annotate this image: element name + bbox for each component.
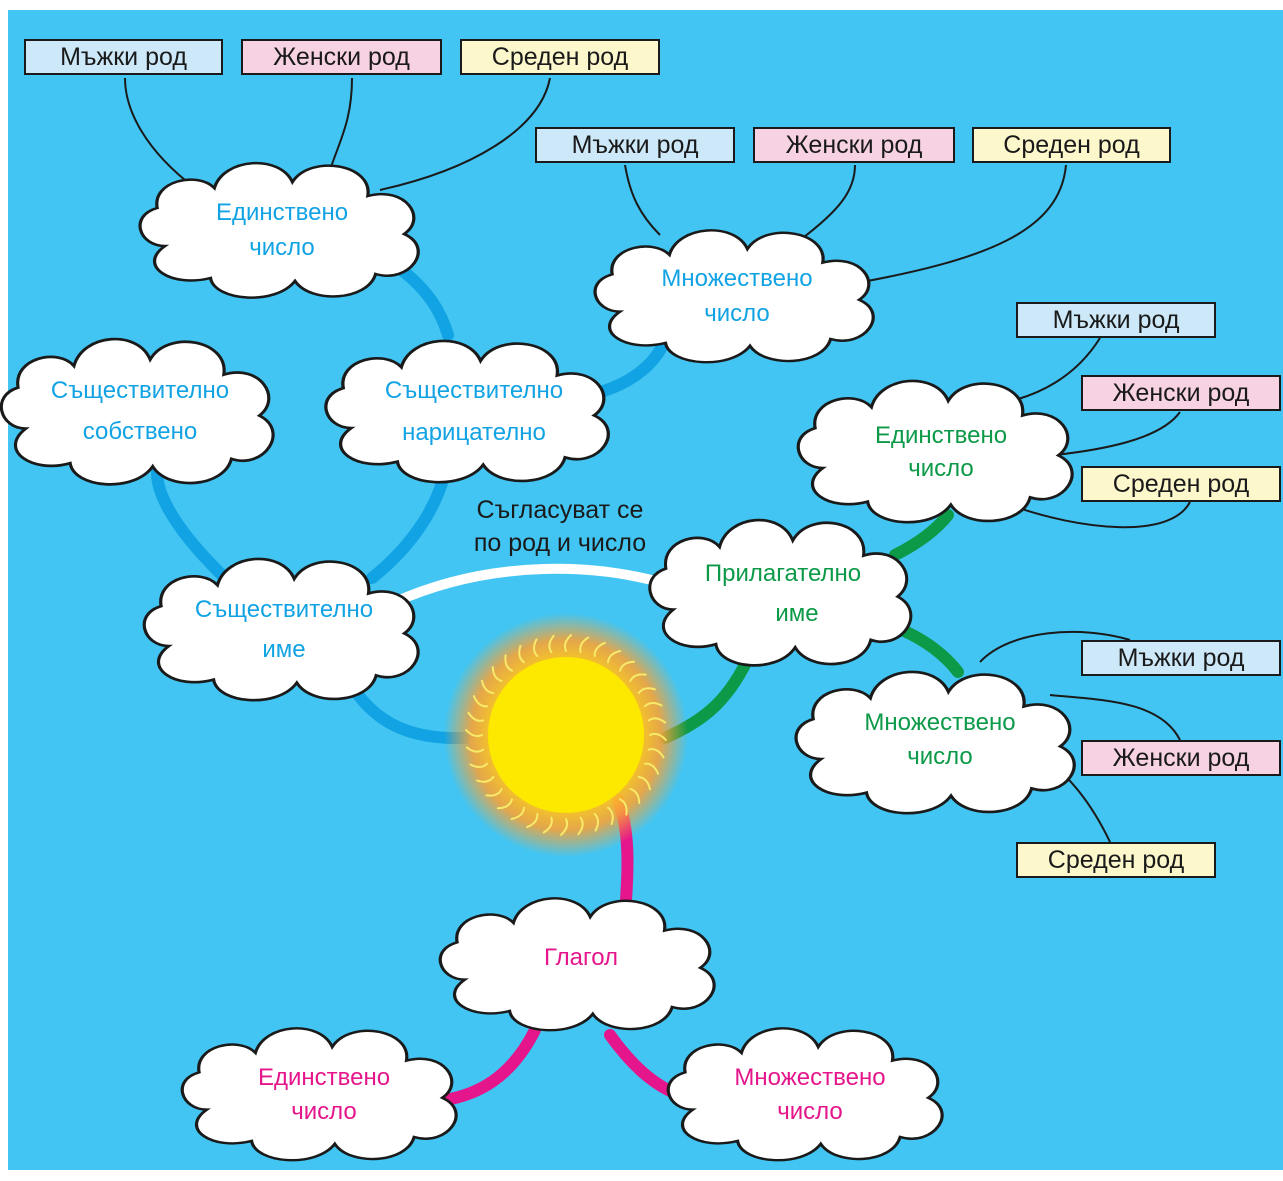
label-adjective-singular-2: число — [908, 455, 974, 482]
gender-box-masculine: Мъжки род — [535, 127, 735, 163]
sun-ray — [647, 717, 667, 724]
cloud-adjective-singular — [796, 379, 1074, 524]
gender-connectors — [124, 77, 1191, 843]
agreement-line-1: Съгласуват се — [476, 496, 644, 524]
sun-ray — [510, 806, 525, 820]
label-adjective-plural-1: Множествено — [864, 709, 1015, 736]
sun-ray — [619, 660, 635, 672]
sun-ray — [563, 634, 572, 652]
gender-box-feminine: Женски род — [753, 127, 955, 163]
sun-ray — [629, 788, 641, 804]
gender-box-feminine: Женски род — [241, 39, 442, 75]
label-noun-main-1: Съществително — [195, 596, 373, 623]
sun-ray — [497, 798, 513, 810]
gender-box-neuter: Среден род — [460, 39, 660, 75]
connector-adjective-plural — [896, 624, 964, 678]
label-noun-common-2: нарицателно — [402, 419, 546, 446]
label-verb-singular-2: число — [291, 1098, 357, 1125]
label-adjective-singular-1: Единствено — [875, 422, 1007, 449]
connector-verb-singular — [439, 1024, 541, 1106]
gender-box-masculine: Мъжки род — [24, 39, 223, 75]
cloud-noun-singular — [138, 161, 420, 300]
gender-box-neuter: Среден род — [1016, 842, 1216, 878]
label-noun-proper-2: собствено — [83, 418, 198, 445]
label-noun-plural-2: число — [704, 300, 770, 327]
label-noun-plural-1: Множествено — [661, 265, 812, 292]
agreement-line-2: по род и число — [473, 529, 647, 557]
sun-ray — [593, 812, 599, 832]
gender-box-masculine: Мъжки род — [1016, 302, 1216, 338]
sun-ray — [560, 818, 569, 836]
sun-ray — [619, 798, 628, 816]
sun-ray — [504, 654, 513, 672]
sun-ray — [485, 788, 503, 797]
gender-box-neuter: Среден род — [1081, 466, 1281, 502]
label-verb-main: Глагол — [544, 944, 618, 971]
cloud-verb-singular — [180, 1026, 458, 1162]
sun-ray — [643, 702, 663, 708]
sun-ray — [649, 732, 667, 741]
gender-box-masculine: Мъжки род — [1081, 640, 1281, 676]
cloud-verb-plural — [666, 1026, 944, 1162]
sun-ray — [526, 812, 539, 829]
cloud-noun-common — [324, 339, 610, 484]
sun-ray — [491, 666, 503, 682]
label-noun-common-1: Съществително — [385, 377, 563, 404]
connector-adjective-singular — [889, 509, 954, 561]
cloud-adjective-main — [648, 518, 913, 667]
agreement-arc — [392, 563, 687, 607]
sun-ray — [465, 729, 483, 738]
sun-ray — [629, 673, 647, 682]
label-verb-singular-1: Единствено — [258, 1064, 390, 1091]
label-noun-singular-1: Единствено — [216, 199, 348, 226]
sun-ray — [467, 711, 485, 722]
sun-ray — [465, 746, 485, 753]
sun-ray — [637, 687, 656, 694]
sun-ray — [542, 816, 553, 834]
sun-ray — [518, 645, 525, 664]
sun-ray — [637, 776, 651, 791]
label-adjective-plural-2: число — [907, 743, 973, 770]
sun-ray — [533, 638, 539, 658]
connector-common-singular — [389, 259, 454, 341]
label-verb-plural-1: Множествено — [734, 1064, 885, 1091]
label-noun-main-2: име — [262, 636, 305, 663]
cloud-noun-plural — [593, 228, 875, 364]
cloud-noun-proper — [0, 337, 275, 486]
sun-ray — [579, 636, 590, 654]
label-adjective-main-2: име — [775, 600, 818, 627]
sun-ray — [472, 695, 489, 708]
sun-ray — [481, 679, 495, 694]
label-verb-plural-2: число — [777, 1098, 843, 1125]
gender-box-neuter: Среден род — [972, 127, 1171, 163]
gender-box-feminine: Женски род — [1081, 375, 1281, 411]
sun-ray — [469, 762, 489, 768]
sun-ray — [548, 634, 555, 654]
label-adjective-main-1: Прилагателно — [705, 560, 861, 587]
sun-ray — [593, 641, 606, 658]
sun-ray — [647, 748, 665, 759]
sun-ray — [607, 650, 622, 664]
agreement-caption: Съгласуват се по род и число — [440, 494, 680, 560]
sun-ray — [476, 776, 495, 783]
label-noun-singular-2: число — [249, 234, 315, 261]
sun-ray — [607, 806, 614, 825]
sun-ray — [577, 816, 584, 836]
sun — [444, 613, 688, 857]
label-noun-proper-1: Съществително — [51, 377, 229, 404]
sun-ray — [643, 762, 660, 775]
gender-box-feminine: Женски род — [1081, 740, 1281, 776]
